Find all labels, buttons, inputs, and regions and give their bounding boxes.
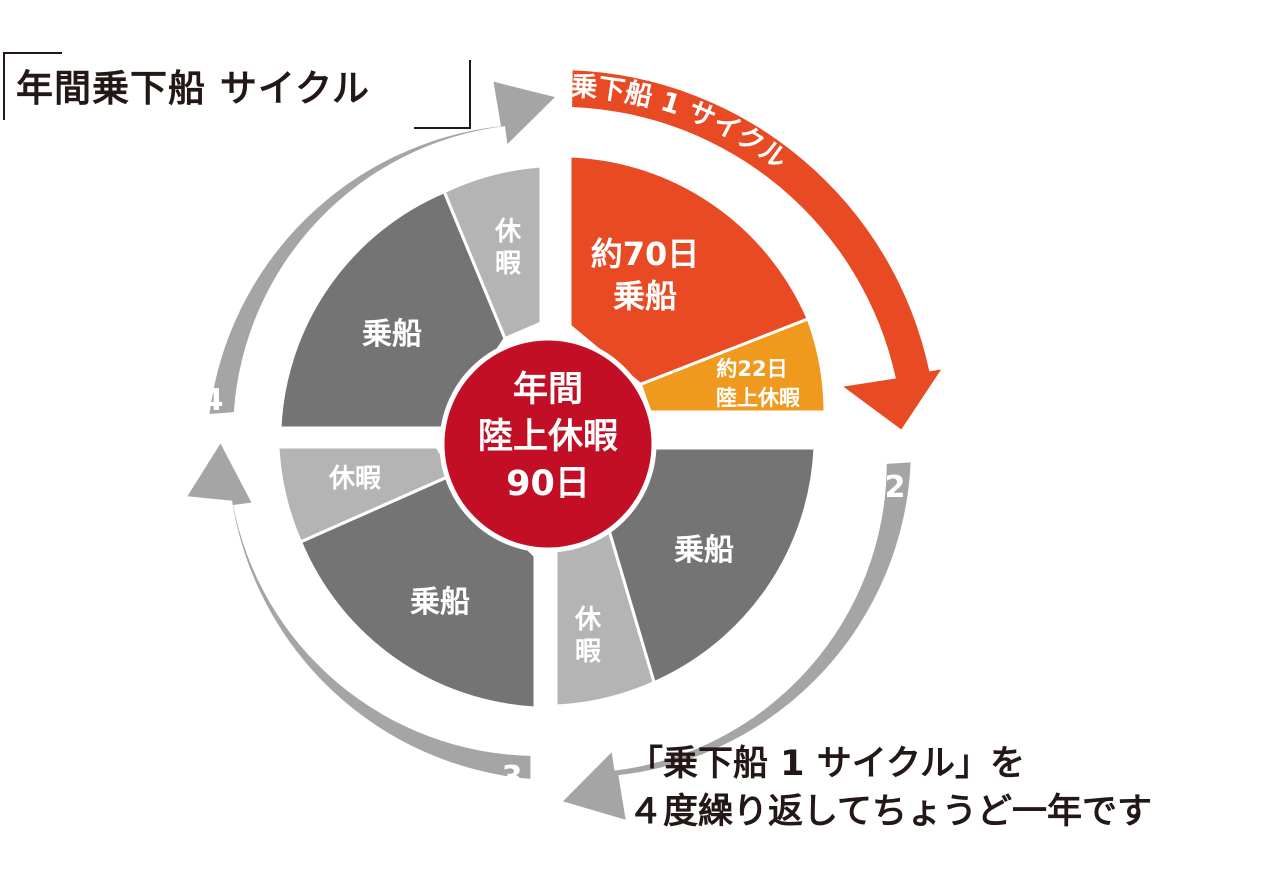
arrow-cycle-3 (187, 443, 531, 779)
q1-board-line1: 約70日 (591, 235, 700, 273)
center-line3: 90日 (506, 464, 590, 504)
q4-board-label: 乗船 (362, 317, 422, 352)
q2-leave-wedge (554, 521, 656, 708)
page-title: 年間乗下船 サイクル (16, 67, 371, 110)
center-circle (439, 335, 657, 553)
q3-leave-label: 休暇 (328, 464, 381, 494)
q4-leave-line1: 休 (494, 217, 522, 247)
cycle-numbers: 2 3 4 (203, 383, 906, 795)
q2-board-label: 乗船 (674, 533, 734, 568)
q2-leave-line1: 休 (574, 605, 602, 635)
q1-board-wedge (568, 154, 811, 387)
title-frame (0, 52, 480, 132)
q3-labels: 乗船 休暇 (328, 464, 470, 620)
q2-board-wedge (605, 446, 817, 685)
bottom-text: 「乗下船 1 サイクル」を ４度繰り返してちょうど一年です (628, 740, 1152, 836)
bottom-text-line1: 「乗下船 1 サイクル」を (628, 744, 1025, 784)
cycle-number-2: 2 (885, 470, 906, 505)
q3-board-label: 乗船 (410, 585, 470, 620)
q4-leave-wedge (442, 164, 543, 341)
q4-board-wedge (278, 189, 507, 430)
bottom-text-line2: ４度繰り返してちょうど一年です (628, 792, 1152, 832)
q1-board-line2: 乗船 (613, 277, 677, 315)
q4-labels: 乗船 休 暇 (362, 217, 522, 352)
q1-leave-line1: 約22日 (716, 357, 787, 381)
cycle-number-3: 3 (502, 760, 523, 795)
q1-leave-line2: 陸上休暇 (716, 386, 800, 410)
arrow-cycle-1 (572, 70, 942, 430)
cycle-number-4: 4 (203, 383, 224, 418)
q3-board-wedge (298, 472, 537, 710)
outer-arrows (187, 70, 942, 820)
arrow-cycle-4 (209, 81, 555, 414)
q3-leave-wedge (276, 445, 457, 544)
q4-leave-line2: 暇 (495, 249, 521, 279)
center-line1: 年間 (513, 370, 583, 410)
q2-leave-line2: 暇 (575, 637, 601, 667)
q1-labels: 約70日 乗船 約22日 陸上休暇 (591, 235, 800, 410)
q2-labels: 乗船 休 暇 (574, 533, 734, 667)
title-brackets (3, 52, 471, 129)
center-line2: 陸上休暇 (478, 417, 618, 457)
arrow-cycle-2 (562, 462, 911, 820)
pie-wedges (276, 154, 827, 710)
center-labels: 年間 陸上休暇 90日 (478, 370, 618, 504)
